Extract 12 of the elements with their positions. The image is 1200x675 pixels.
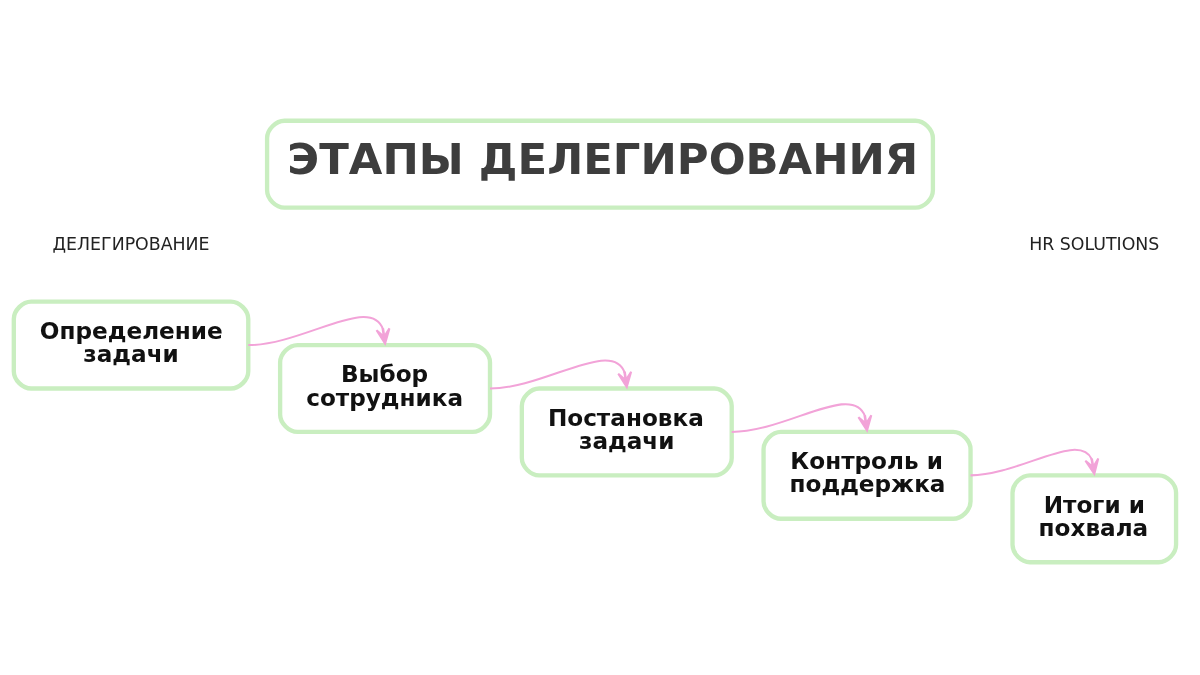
arrow <box>731 403 873 433</box>
node-box: Определение задачи <box>11 299 251 391</box>
label: HR SOLUTIONS <box>1029 233 1160 254</box>
node-box: Выбор сотрудника <box>277 342 493 435</box>
node-box: Контроль и поддержка <box>761 429 973 521</box>
label: ДЕЛЕГИРОВАНИЕ <box>52 233 210 254</box>
node-box: Постановка задачи <box>519 386 734 478</box>
arrow <box>970 448 1100 477</box>
arrow <box>248 316 391 347</box>
node-box: Итоги и похвала <box>1010 473 1179 565</box>
diagram-title: ЭТАПЫ ДЕЛЕГИРОВАНИЯ <box>287 134 919 185</box>
arrow <box>489 359 633 390</box>
